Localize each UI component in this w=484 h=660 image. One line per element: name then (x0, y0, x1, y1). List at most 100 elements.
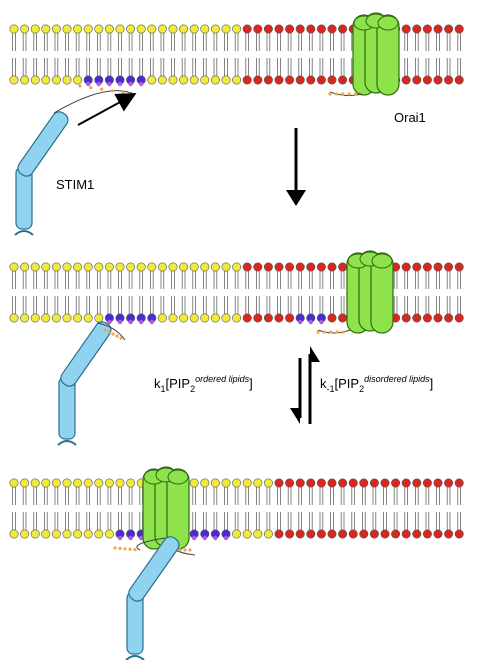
lipid-headgroup (327, 529, 337, 539)
lipid-headgroup (338, 313, 348, 323)
lipid-headgroup (401, 24, 411, 34)
panel-bottom-membrane (9, 478, 464, 541)
basic-residue (354, 92, 358, 96)
lipid-headgroup (20, 313, 30, 323)
lipid-headgroup (147, 24, 157, 34)
lipid-headgroup (338, 529, 348, 539)
lipid-headgroup (338, 75, 348, 85)
lipid-headgroup (232, 529, 242, 539)
lipid-headgroup (62, 75, 72, 85)
lipid-headgroup (263, 478, 273, 488)
lipid-headgroup (221, 24, 231, 34)
lipid-headgroup (189, 75, 199, 85)
panel-middle-orai1-channel (316, 250, 394, 334)
lipid-headgroup (20, 262, 30, 272)
lipid-headgroup (200, 262, 210, 272)
panel-bottom-stim1 (113, 536, 180, 660)
lipid-headgroup (274, 262, 284, 272)
lipid-headgroup (51, 262, 61, 272)
lipid-headgroup (263, 75, 273, 85)
lipid-headgroup (422, 24, 432, 34)
lipid-headgroup (285, 478, 295, 488)
lipid-headgroup (285, 24, 295, 34)
lipid-headgroup (73, 478, 83, 488)
lipid-headgroup (369, 478, 379, 488)
lipid-headgroup (83, 529, 93, 539)
lipid-headgroup (9, 478, 19, 488)
lipid-headgroup (401, 529, 411, 539)
lipid-headgroup (285, 75, 295, 85)
lipid-headgroup (51, 478, 61, 488)
lipid-headgroup (348, 529, 358, 539)
lipid-headgroup (30, 529, 40, 539)
basic-residue (78, 84, 82, 88)
lipid-headgroup (210, 262, 220, 272)
lipid-headgroup (401, 313, 411, 323)
lipid-headgroup (221, 75, 231, 85)
lipid-headgroup (454, 529, 464, 539)
lipid-headgroup (126, 262, 136, 272)
lipid-headgroup (126, 24, 136, 34)
pip2-phosphate (298, 319, 303, 325)
basic-residue (115, 334, 119, 338)
lipid-headgroup (168, 24, 178, 34)
pip2-phosphate (223, 535, 229, 541)
lipid-headgroup (41, 24, 51, 34)
lipid-headgroup (62, 478, 72, 488)
lipid-headgroup (274, 478, 284, 488)
panel-middle-stim1 (57, 321, 126, 446)
stim1-polybasic-tail (96, 322, 126, 341)
lipid-headgroup (9, 529, 19, 539)
lipid-headgroup (232, 24, 242, 34)
pip2-phosphate (117, 535, 123, 541)
lipid-headgroup (433, 75, 443, 85)
lipid-headgroup (200, 313, 210, 323)
lipid-headgroup (242, 262, 252, 272)
lipid-headgroup (179, 313, 189, 323)
basic-residue (183, 548, 187, 552)
lipid-headgroup (242, 529, 252, 539)
lipid-headgroup (210, 75, 220, 85)
basic-residue (322, 330, 326, 334)
basic-residue (89, 86, 93, 90)
lipid-headgroup (210, 313, 220, 323)
lipid-headgroup (285, 529, 295, 539)
lipid-headgroup (327, 262, 337, 272)
lipid-headgroup (62, 262, 72, 272)
lipid-headgroup (285, 313, 295, 323)
pip2-phosphate (107, 319, 112, 325)
pip2-phosphate (139, 81, 144, 87)
lipid-headgroup (104, 262, 114, 272)
lipid-headgroup (157, 24, 167, 34)
lipid-headgroup (444, 478, 454, 488)
lipid-headgroup (253, 262, 263, 272)
panel-bottom-orai1-channel (142, 466, 196, 556)
lipid-headgroup (30, 262, 40, 272)
basic-residue (188, 548, 192, 552)
basic-residue (334, 92, 338, 96)
lipid-headgroup (189, 313, 199, 323)
basic-residue (178, 548, 182, 552)
lipid-headgroup (168, 262, 178, 272)
lipid-headgroup (422, 262, 432, 272)
lipid-headgroup (454, 262, 464, 272)
lipid-headgroup (73, 529, 83, 539)
lipid-headgroup (295, 262, 305, 272)
basic-residue (342, 330, 346, 334)
lipid-headgroup (359, 529, 369, 539)
lipid-headgroup (433, 313, 443, 323)
lipid-headgroup (20, 529, 30, 539)
basic-residue (133, 548, 137, 552)
lipid-headgroup (83, 313, 93, 323)
lipid-headgroup (136, 24, 146, 34)
pip2-phosphate (213, 535, 218, 541)
lipid-headgroup (115, 478, 125, 488)
lipid-headgroup (157, 75, 167, 85)
lipid-headgroup (274, 24, 284, 34)
basic-residue (107, 330, 111, 334)
equilibrium-arrows (290, 346, 320, 424)
lipid-headgroup (316, 529, 326, 539)
lipid-headgroup (73, 75, 83, 85)
lipid-headgroup (94, 24, 104, 34)
lipid-headgroup (422, 75, 432, 85)
